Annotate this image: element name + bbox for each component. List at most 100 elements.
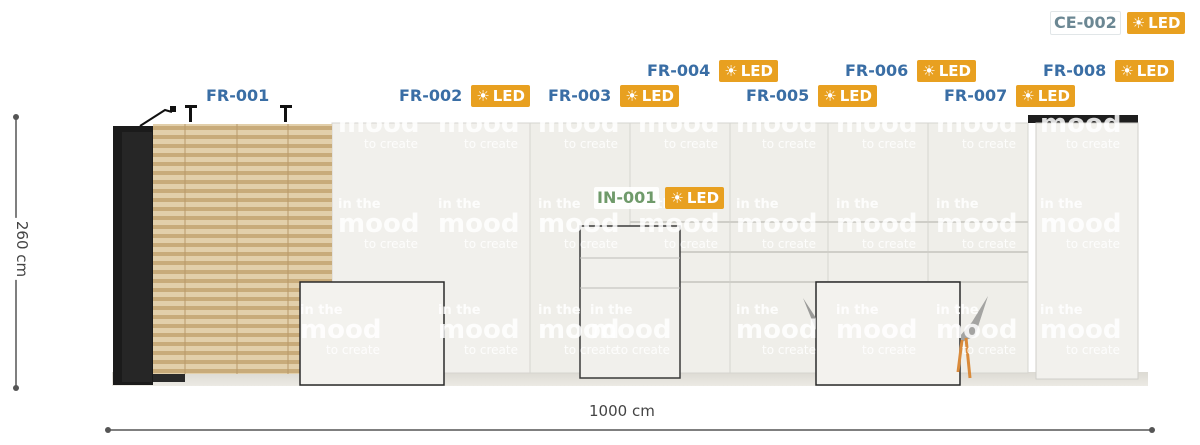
svg-text:to create: to create — [862, 137, 916, 151]
element-code: FR-008 — [1040, 60, 1110, 82]
svg-text:in the: in the — [538, 197, 581, 212]
tag-fr-004[interactable]: FR-004 ☀LED — [644, 60, 779, 82]
tag-fr-001[interactable]: FR-001 — [203, 85, 273, 107]
led-badge: ☀LED — [665, 187, 725, 209]
spotlights — [139, 105, 292, 127]
svg-text:mood: mood — [1040, 109, 1121, 139]
svg-text:to create: to create — [564, 343, 618, 357]
svg-text:mood: mood — [538, 209, 619, 239]
sun-icon: ☀ — [823, 87, 837, 105]
svg-text:in the: in the — [736, 303, 779, 318]
element-code: FR-007 — [941, 85, 1011, 107]
svg-text:in the: in the — [1040, 197, 1083, 212]
svg-text:to create: to create — [564, 237, 618, 251]
svg-text:in the: in the — [538, 303, 581, 318]
element-code: IN-001 — [594, 187, 660, 209]
svg-text:mood: mood — [936, 209, 1017, 239]
counter-left — [299, 281, 445, 386]
element-code: FR-006 — [842, 60, 912, 82]
svg-text:in the: in the — [836, 197, 879, 212]
svg-text:mood: mood — [438, 209, 519, 239]
sun-icon: ☀ — [1131, 14, 1146, 32]
svg-text:mood: mood — [338, 209, 419, 239]
svg-text:mood: mood — [736, 315, 817, 345]
svg-text:to create: to create — [664, 137, 718, 151]
svg-text:mood: mood — [638, 109, 719, 139]
width-dimension-label: 1000 cm — [586, 402, 658, 420]
sun-icon: ☀ — [724, 62, 738, 80]
tag-fr-007[interactable]: FR-007 ☀LED — [941, 85, 1076, 107]
svg-text:mood: mood — [338, 109, 419, 139]
svg-text:mood: mood — [590, 315, 671, 345]
sun-icon: ☀ — [476, 87, 490, 105]
svg-text:to create: to create — [1066, 137, 1120, 151]
tag-fr-005[interactable]: FR-005 ☀LED — [743, 85, 878, 107]
svg-text:to create: to create — [564, 137, 618, 151]
svg-text:mood: mood — [538, 109, 619, 139]
svg-text:in the: in the — [438, 303, 481, 318]
svg-text:mood: mood — [736, 209, 817, 239]
svg-text:to create: to create — [862, 237, 916, 251]
svg-text:to create: to create — [364, 237, 418, 251]
svg-text:mood: mood — [1040, 209, 1121, 239]
tag-fr-003[interactable]: FR-003 ☀LED — [545, 85, 680, 107]
led-badge: ☀LED — [818, 85, 878, 107]
led-text: LED — [740, 62, 774, 80]
svg-text:mood: mood — [438, 315, 519, 345]
element-code: FR-002 — [396, 85, 466, 107]
tag-fr-002[interactable]: FR-002 ☀LED — [396, 85, 531, 107]
svg-text:to create: to create — [962, 343, 1016, 357]
dark-shelving-unit — [113, 126, 185, 385]
svg-text:mood: mood — [1040, 315, 1121, 345]
svg-text:mood: mood — [538, 315, 619, 345]
svg-text:to create: to create — [326, 343, 380, 357]
counter-right — [815, 281, 961, 386]
svg-text:to create: to create — [464, 343, 518, 357]
led-text: LED — [641, 87, 675, 105]
svg-text:to create: to create — [1066, 237, 1120, 251]
svg-text:in the: in the — [300, 303, 343, 318]
svg-text:to create: to create — [762, 343, 816, 357]
element-code: CE-002 — [1050, 11, 1121, 35]
led-badge: ☀LED — [620, 85, 680, 107]
svg-text:mood: mood — [438, 109, 519, 139]
tag-in-001[interactable]: IN-001 ☀LED — [594, 187, 725, 209]
svg-text:mood: mood — [936, 315, 1017, 345]
svg-text:mood: mood — [836, 109, 917, 139]
sun-icon: ☀ — [625, 87, 639, 105]
element-code: FR-001 — [203, 85, 273, 107]
svg-text:to create: to create — [962, 137, 1016, 151]
tag-fr-006[interactable]: FR-006 ☀LED — [842, 60, 977, 82]
chair — [803, 298, 816, 330]
svg-text:mood: mood — [836, 315, 917, 345]
sun-icon: ☀ — [922, 62, 936, 80]
svg-text:mood: mood — [736, 109, 817, 139]
svg-text:mood: mood — [300, 315, 381, 345]
led-badge: ☀LED — [1115, 60, 1175, 82]
tag-ce-002[interactable]: CE-002 ☀LED — [1050, 11, 1186, 35]
element-code: FR-003 — [545, 85, 615, 107]
tag-fr-008[interactable]: FR-008 ☀LED — [1040, 60, 1175, 82]
element-code: FR-004 — [644, 60, 714, 82]
led-badge: ☀LED — [1126, 12, 1186, 34]
led-badge: ☀LED — [471, 85, 531, 107]
width-dimension — [105, 427, 1155, 433]
svg-text:in the: in the — [936, 303, 979, 318]
led-badge: ☀LED — [719, 60, 779, 82]
svg-text:in the: in the — [438, 197, 481, 212]
svg-text:mood: mood — [638, 209, 719, 239]
wall-panel-fr-005 — [729, 122, 829, 374]
svg-text:in the: in the — [338, 97, 381, 112]
led-text: LED — [839, 87, 873, 105]
